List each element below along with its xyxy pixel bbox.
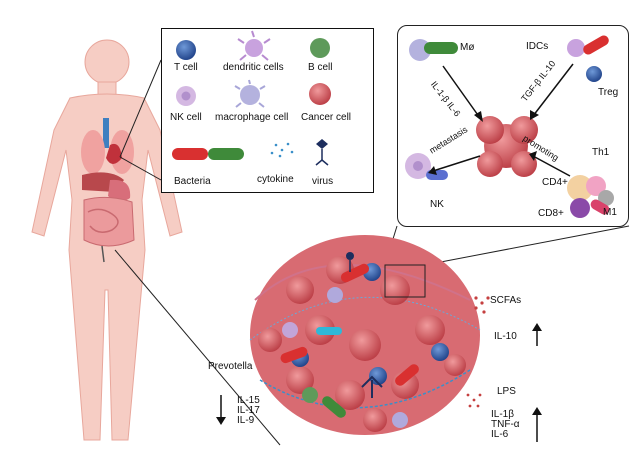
down-item: IL-17 xyxy=(237,405,260,416)
trachea xyxy=(103,118,109,148)
legend-label-virus: virus xyxy=(312,176,334,187)
label-prevotella: Prevotella xyxy=(208,361,253,372)
inset-label-idcs: IDCs xyxy=(526,41,549,52)
t-cell-icon xyxy=(176,40,196,60)
up-item: IL-6 xyxy=(491,429,509,440)
inset-label-macrophage: Mø xyxy=(460,42,475,53)
treg-icon xyxy=(586,66,602,82)
idcs-icon xyxy=(567,35,609,57)
up-item: TNF-α xyxy=(491,419,520,430)
human-body-silhouette xyxy=(31,39,183,441)
legend-panel: T cell dendritic cells B cell NK cell ma… xyxy=(161,28,374,193)
label-il10: IL-10 xyxy=(494,331,517,342)
down-item: IL-9 xyxy=(237,415,255,426)
up-item: IL-1β xyxy=(491,409,514,420)
b-cell-icon xyxy=(310,38,330,58)
connector-to-tumor xyxy=(114,249,281,446)
dendritic-cell-icon xyxy=(237,30,271,61)
legend-label-nk-cell: NK cell xyxy=(170,112,202,123)
organs xyxy=(81,118,135,263)
legend-label-cancer-cell: Cancer cell xyxy=(301,112,352,123)
cytokine-icon xyxy=(270,142,294,158)
lung-left xyxy=(81,130,105,174)
legend-label-cytokine: cytokine xyxy=(257,174,294,185)
legend-label-dendritic-cells: dendritic cells xyxy=(223,62,284,73)
arrow-il10-up xyxy=(532,323,542,346)
down-item: IL-15 xyxy=(237,395,260,406)
legend-label-b-cell: B cell xyxy=(308,62,333,73)
inset-label-nk: NK xyxy=(430,199,444,210)
macrophage-cell-icon xyxy=(234,79,266,108)
stomach xyxy=(108,179,131,202)
tumor-mass xyxy=(249,235,490,435)
label-scfas: SCFAs xyxy=(490,295,522,306)
zoom-region xyxy=(384,264,426,298)
inset-label-cd4: CD4+ xyxy=(542,177,568,188)
th1-cd4-cd8-cluster xyxy=(567,175,614,218)
inset-label-th1: Th1 xyxy=(592,147,610,158)
arrow-down xyxy=(216,395,226,425)
legend-label-t-cell: T cell xyxy=(174,62,198,73)
inset-label-cd8: CD8+ xyxy=(538,208,564,219)
inset-label-m1: M1 xyxy=(603,207,617,218)
arrow-up xyxy=(532,407,542,442)
downregulated-cytokines: IL-15 IL-17 IL-9 xyxy=(237,396,260,426)
virus-icon xyxy=(315,139,329,166)
label-lps: LPS xyxy=(497,386,516,397)
inset-panel: Mø IL-1-β IL-6 IDCs TGF-β IL-10 Treg met… xyxy=(397,25,629,227)
bacteria-icon xyxy=(172,148,244,160)
upregulated-cytokines: IL-1β TNF-α IL-6 xyxy=(491,410,520,440)
macrophage-icon xyxy=(409,39,458,61)
heart xyxy=(106,143,122,164)
tumor-cluster xyxy=(476,116,538,177)
intestine xyxy=(83,196,135,247)
inset-label-treg: Treg xyxy=(598,87,619,98)
cancer-cell-icon xyxy=(309,83,331,105)
connector-to-legend xyxy=(119,59,162,158)
nk-icon xyxy=(405,153,448,180)
legend-label-bacteria: Bacteria xyxy=(174,176,211,187)
legend-label-macrophage-cell: macrophage cell xyxy=(215,112,289,123)
